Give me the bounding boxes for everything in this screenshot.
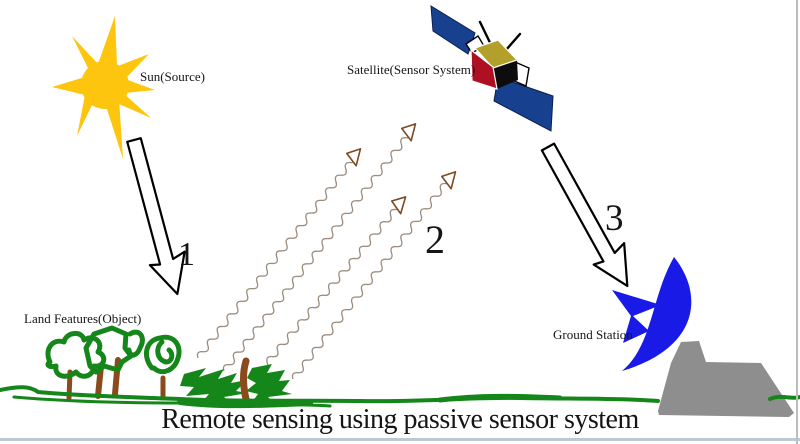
satellite-icon (430, 5, 554, 132)
arrow-sun-to-land (126, 137, 186, 296)
arrow-satellite-to-ground (540, 142, 629, 288)
right-border (796, 0, 798, 444)
ground-station-mound (658, 341, 794, 417)
tree-branch (126, 329, 145, 358)
step-2-label: 2 (425, 217, 445, 262)
satellite-label: Satellite(Sensor System) (347, 62, 476, 77)
tree-canopy (143, 334, 182, 375)
tree-canopy (45, 331, 107, 379)
wave-line (196, 156, 357, 359)
wave-arrowhead-icon (345, 148, 362, 167)
ground-station-label: Ground Station (553, 327, 633, 342)
bush (246, 364, 292, 403)
solar-panel (493, 76, 554, 132)
land-features-label: Land Features(Object) (24, 311, 142, 326)
wave-line (255, 203, 403, 376)
wave-line (291, 177, 452, 380)
solar-panel (430, 5, 476, 55)
tree-trunk (240, 357, 251, 407)
bushes-icon (180, 357, 292, 407)
wave-line (222, 131, 413, 372)
ground-station-dish-icon (612, 257, 692, 371)
diagram-title: Remote sensing using passive sensor syst… (161, 404, 639, 435)
step-3-label: 3 (605, 198, 624, 239)
trees-icon (45, 325, 182, 401)
satellite-top (473, 39, 519, 69)
tree-trunk (112, 357, 121, 397)
step-1-label: 1 (178, 236, 195, 273)
tree-canopy (83, 325, 134, 375)
wave-arrowhead-icon (400, 123, 417, 142)
bush (180, 368, 248, 402)
satellite-side (493, 60, 518, 89)
wave-arrowhead-icon (390, 196, 407, 215)
bottom-border (0, 438, 800, 441)
sun-label: Sun(Source) (140, 69, 205, 84)
radiation-waves (196, 123, 457, 380)
sun-icon (52, 16, 155, 159)
wave-arrowhead-icon (440, 171, 457, 190)
tree-canopy (155, 339, 175, 365)
satellite-body (470, 48, 498, 90)
grass-line (0, 385, 800, 409)
